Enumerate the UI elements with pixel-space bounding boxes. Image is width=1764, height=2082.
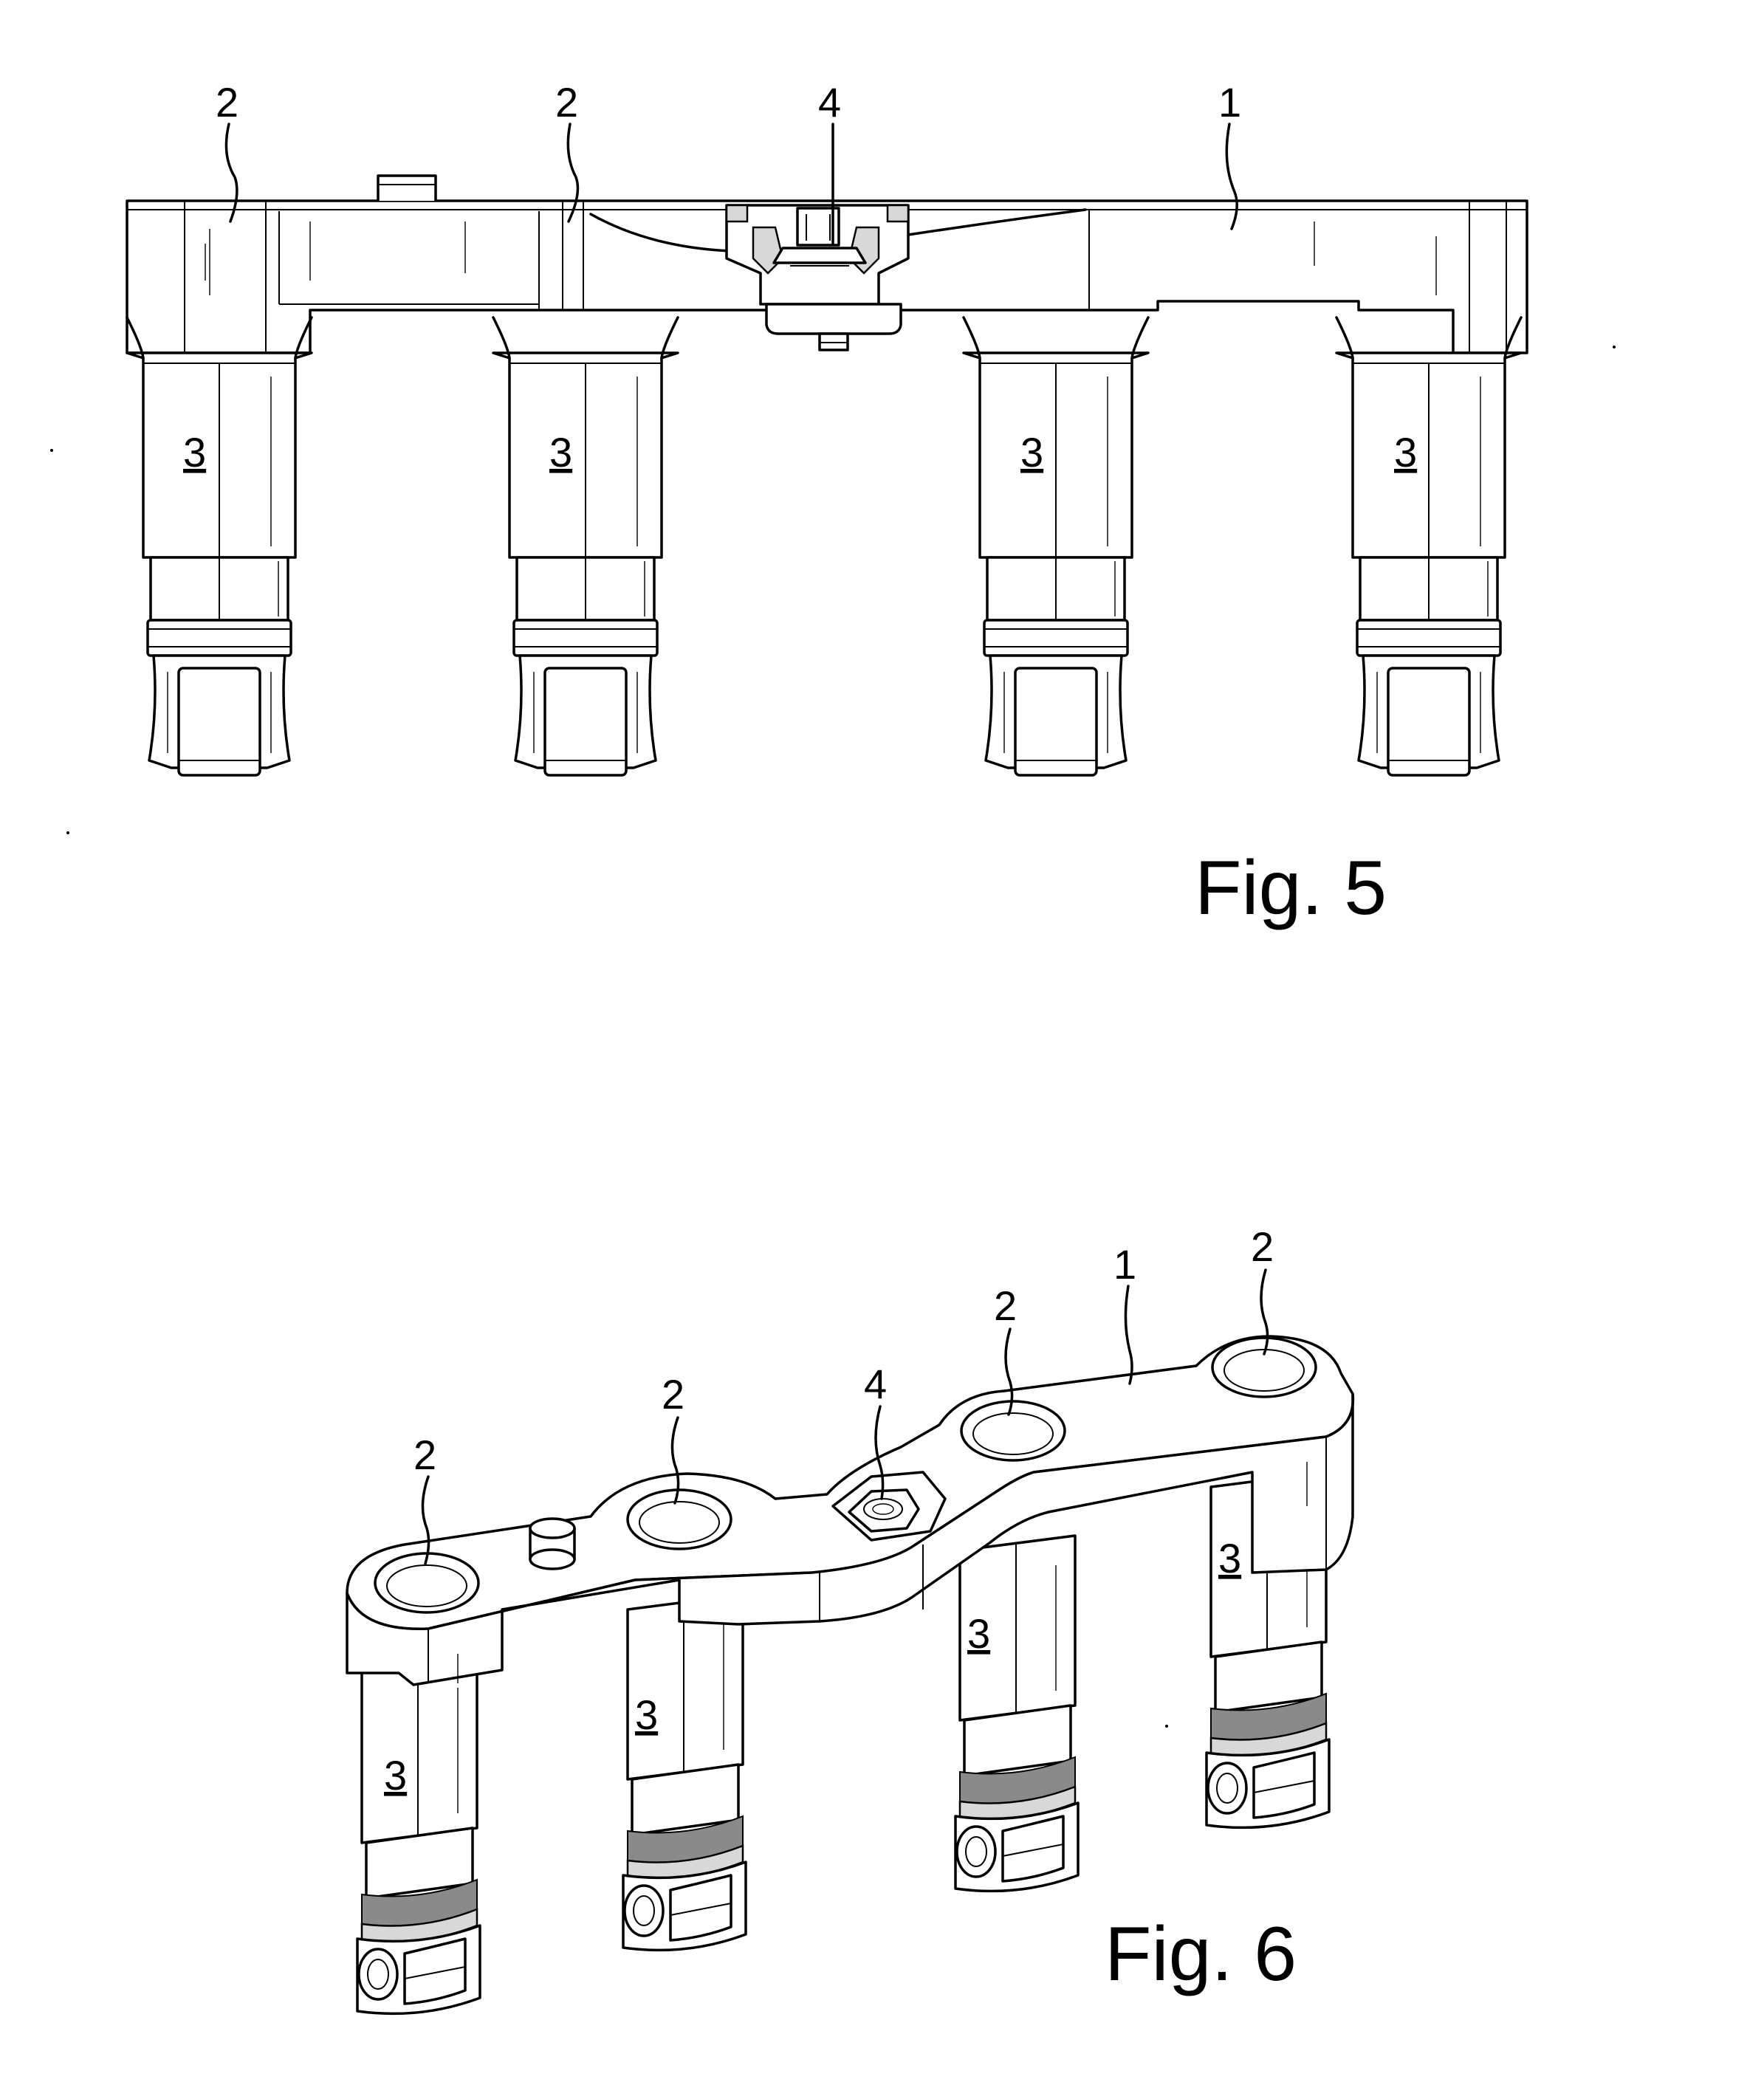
fig6-lifters xyxy=(356,1471,1331,2016)
fig5-label-2-left: 2 xyxy=(216,79,238,126)
fig5-label-3-b: 3 xyxy=(549,429,572,475)
fastener-4-section xyxy=(725,204,910,351)
fig6-nut-4 xyxy=(831,1471,947,1542)
scan-speck xyxy=(1613,346,1616,348)
fig6-lifter-3 xyxy=(356,1657,481,2016)
fig5-lifter-3 xyxy=(492,316,679,777)
fig5-label-3-c: 3 xyxy=(1020,429,1043,475)
fig6-label-4: 4 xyxy=(864,1361,887,1407)
fig5-label-3-d: 3 xyxy=(1394,429,1417,475)
fig6-label-3-d: 3 xyxy=(1218,1535,1241,1581)
fig6-lifter-3 xyxy=(622,1593,747,1952)
fig6-label-2-d: 2 xyxy=(1251,1223,1274,1270)
fig5-drawing xyxy=(126,123,1528,777)
fig5-lifter-3 xyxy=(1335,316,1523,777)
scan-speck xyxy=(50,449,53,452)
fig5-lifters xyxy=(126,316,1523,777)
fig6-label-3-b: 3 xyxy=(635,1691,658,1738)
fig6-bores xyxy=(374,1336,1317,1614)
fig6-lifter-3 xyxy=(954,1534,1080,1893)
scan-speck xyxy=(66,831,69,834)
fig6-label-1: 1 xyxy=(1113,1241,1136,1288)
fig6-label-3-a: 3 xyxy=(384,1752,407,1798)
fig6-label-3-c: 3 xyxy=(967,1610,990,1657)
fig5-lifter-3 xyxy=(126,316,313,777)
fig5-lifter-3 xyxy=(962,316,1150,777)
fig5-label-2-second: 2 xyxy=(555,79,578,126)
fig6-label-2-b: 2 xyxy=(662,1371,684,1418)
fig6-drawing xyxy=(346,1268,1355,2016)
scan-speck xyxy=(1165,1725,1168,1728)
fig5-label-3-a: 3 xyxy=(183,429,206,475)
fig5-label-4: 4 xyxy=(818,79,841,126)
fig6-label-2-a: 2 xyxy=(413,1432,436,1478)
fig6-caption: Fig. 6 xyxy=(1105,1911,1297,1997)
fig6-label-2-c: 2 xyxy=(994,1282,1017,1329)
fig5-label-1: 1 xyxy=(1218,79,1241,126)
fig6-pin xyxy=(529,1517,576,1570)
fig5-caption: Fig. 5 xyxy=(1195,845,1387,931)
